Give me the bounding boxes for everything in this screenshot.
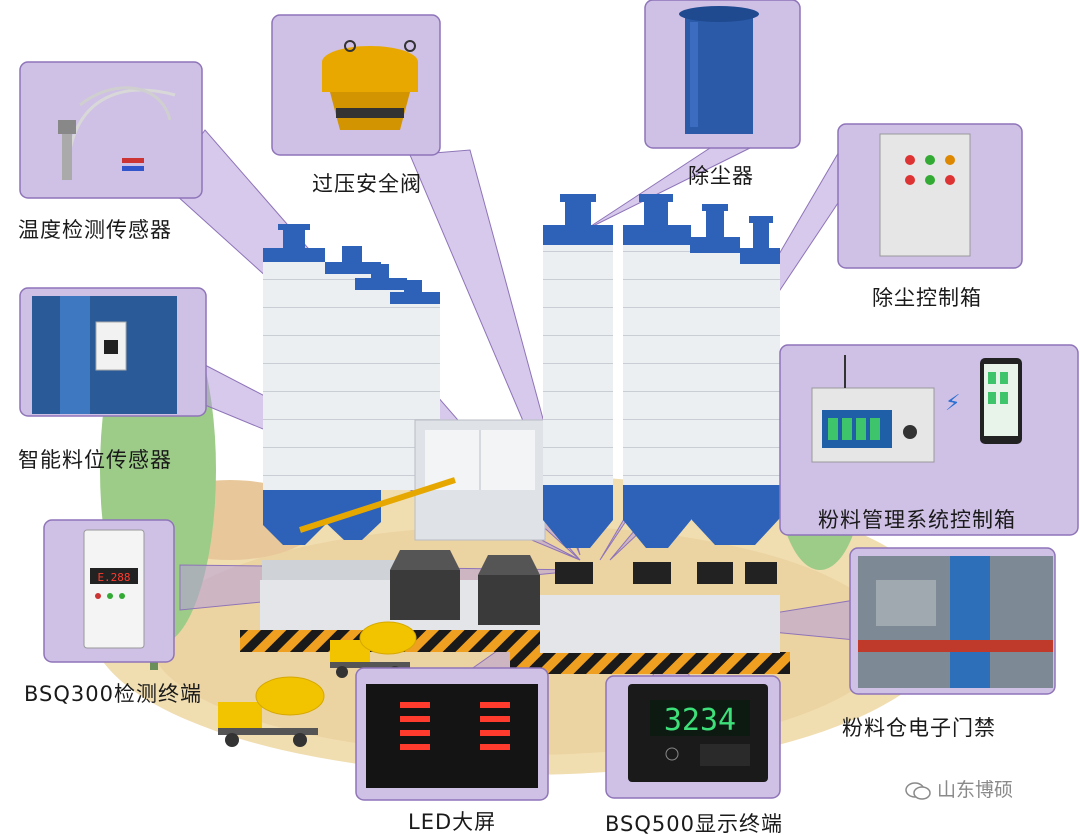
label-warehouse-access: 粉料仓电子门禁	[842, 716, 996, 740]
wechat-icon	[905, 781, 931, 800]
label-dust-collector: 除尘器	[688, 164, 754, 188]
dust-collector-icon	[679, 6, 759, 134]
callout-led-screen	[355, 667, 549, 801]
callout-bsq300: E.288	[43, 519, 175, 663]
silo-group-right	[543, 194, 780, 584]
label-bsq300: BSQ300检测终端	[24, 682, 202, 706]
callout-bsq500: 3234	[605, 675, 781, 799]
access-gate-icon	[858, 556, 1053, 688]
callout-dust-collector	[644, 0, 801, 149]
silo-status-displays	[555, 562, 777, 584]
mixer-truck-icon	[218, 676, 325, 747]
label-temperature-sensor: 温度检测传感器	[18, 218, 172, 242]
callout-powder-control-box: ⚡	[779, 344, 1079, 536]
watermark-text: 山东博硕	[937, 779, 1014, 801]
mixer-truck-icon	[330, 621, 417, 678]
label-bsq500: BSQ500显示终端	[605, 812, 783, 835]
level-sensor-icon	[32, 296, 177, 414]
led-screen-icon	[366, 684, 538, 788]
bsq500-readout: 3234	[664, 703, 736, 738]
terminal-device-icon	[83, 529, 145, 649]
phone-icon	[980, 358, 1022, 444]
control-box-icon	[879, 133, 971, 257]
overpressure-valve-icon	[322, 40, 418, 130]
display-terminal-icon	[628, 684, 768, 782]
callout-warehouse-access	[849, 547, 1056, 695]
wireless-icon: ⚡	[945, 391, 960, 416]
label-dust-control-box: 除尘控制箱	[872, 286, 982, 310]
temperature-sensor-icon	[58, 86, 176, 180]
watermark: 山东博硕	[905, 775, 1013, 802]
callout-dust-control-box	[837, 123, 1023, 269]
mixing-building	[299, 419, 546, 625]
callout-overpressure-valve	[271, 14, 441, 156]
label-level-sensor: 智能料位传感器	[18, 448, 172, 472]
control-box-icon	[811, 355, 935, 463]
callout-temperature-sensor	[19, 61, 203, 199]
label-overpressure-valve: 过压安全阀	[312, 172, 422, 196]
callout-level-sensor	[19, 287, 207, 417]
bsq300-readout: E.288	[97, 571, 130, 584]
label-led-screen: LED大屏	[408, 810, 497, 834]
label-powder-control-box: 粉料管理系统控制箱	[818, 508, 1016, 532]
